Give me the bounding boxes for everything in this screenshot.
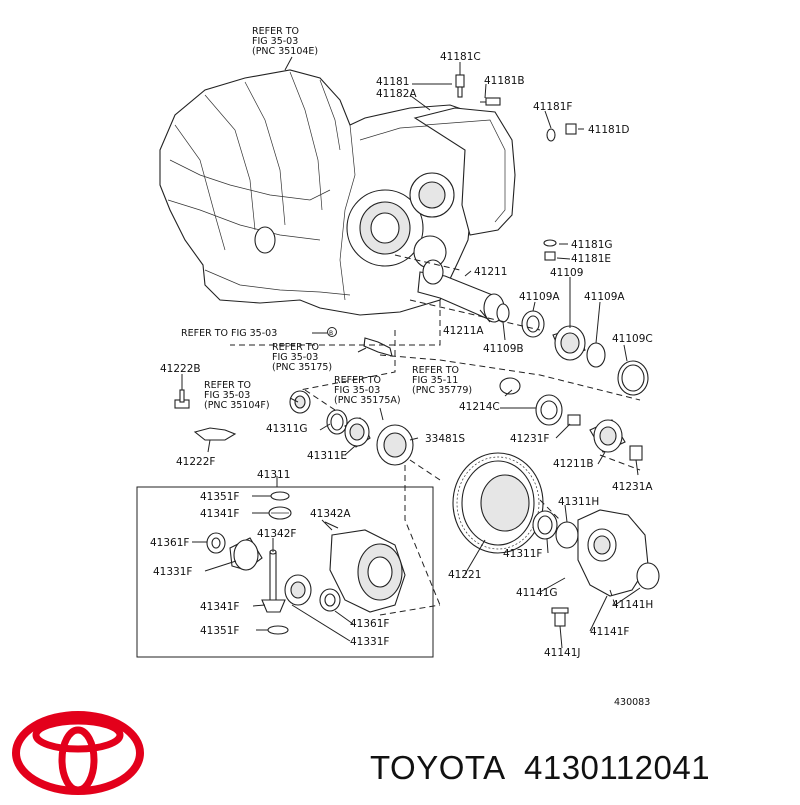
ref-779-line-2: FIG 35-11 xyxy=(412,375,458,386)
ring-gear xyxy=(452,452,544,554)
label-41141J: 41141J xyxy=(544,647,581,659)
part-number: 4130112041 xyxy=(524,749,710,786)
label-41361F-left: 41361F xyxy=(150,537,189,549)
differential-internal-parts xyxy=(206,491,406,635)
label-41221: 41221 xyxy=(448,569,481,581)
label-33481S: 33481S xyxy=(425,433,465,445)
label-41351F-top: 41351F xyxy=(200,491,239,503)
seal-group-41311 xyxy=(326,377,643,466)
label-41181: 41181 xyxy=(376,76,409,88)
ref-175-line-2: FIG 35-03 xyxy=(272,352,318,363)
ref-779-line-1: REFER TO xyxy=(412,365,459,376)
ref-175a-line-2: FIG 35-03 xyxy=(334,385,380,396)
leader-lines xyxy=(181,56,641,649)
label-41342A: 41342A xyxy=(310,508,351,520)
label-41311F: 41311F xyxy=(503,548,542,560)
label-41231F: 41231F xyxy=(510,433,549,445)
bearing-set-41109 xyxy=(521,310,649,396)
left-fasteners xyxy=(174,337,393,441)
label-41361F-right: 41361F xyxy=(350,618,389,630)
label-41311G: 41311G xyxy=(266,423,308,435)
label-41341F-bottom: 41341F xyxy=(200,601,239,613)
label-41231A: 41231A xyxy=(612,481,653,493)
differential-side-case xyxy=(532,509,660,627)
label-41141H: 41141H xyxy=(612,599,653,611)
ref-top-line-3: (PNC 35104E) xyxy=(252,46,318,57)
label-41211B: 41211B xyxy=(553,458,594,470)
ref-marker-circle xyxy=(327,327,337,337)
transaxle-housing xyxy=(159,69,516,316)
label-41181F: 41181F xyxy=(533,101,572,113)
label-41181E: 41181E xyxy=(571,253,611,265)
label-41331F-right: 41331F xyxy=(350,636,389,648)
label-41222F: 41222F xyxy=(176,456,215,468)
label-41141F: 41141F xyxy=(590,626,629,638)
label-41211A: 41211A xyxy=(443,325,484,337)
label-41342F: 41342F xyxy=(257,528,296,540)
ref-marker-letter: B xyxy=(329,330,333,337)
drain-plug-group xyxy=(455,74,577,261)
figure-code: 430083 xyxy=(614,697,650,708)
ref-175a-line-1: REFER TO xyxy=(334,375,381,386)
label-41109A-left: 41109A xyxy=(519,291,560,303)
label-41311E: 41311E xyxy=(307,450,347,462)
label-41222B: 41222B xyxy=(160,363,201,375)
ref-104f-line-3: (PNC 35104F) xyxy=(204,400,270,411)
ref-fig-35-03-b: REFER TO FIG 35-03 xyxy=(181,328,277,339)
label-41211: 41211 xyxy=(474,266,507,278)
ref-175-line-3: (PNC 35175) xyxy=(272,362,332,373)
label-41109A-right: 41109A xyxy=(584,291,625,303)
ref-top-line-2: FIG 35-03 xyxy=(252,36,298,47)
label-41181B: 41181B xyxy=(484,75,525,87)
toyota-logo-icon xyxy=(12,711,144,795)
label-41181C: 41181C xyxy=(440,51,481,63)
label-41109B: 41109B xyxy=(483,343,524,355)
label-41311: 41311 xyxy=(257,469,290,481)
label-41181D: 41181D xyxy=(588,124,630,136)
ref-104f-line-1: REFER TO xyxy=(204,380,251,391)
ref-104f-line-2: FIG 35-03 xyxy=(204,390,250,401)
label-41351F-bottom: 41351F xyxy=(200,625,239,637)
ref-175a-line-3: (PNC 35175A) xyxy=(334,395,401,406)
label-41214C: 41214C xyxy=(459,401,500,413)
label-41141G: 41141G xyxy=(516,587,558,599)
brand-name: TOYOTA xyxy=(370,749,506,786)
ref-175-line-1: REFER TO xyxy=(272,342,319,353)
label-41341F-top: 41341F xyxy=(200,508,239,520)
output-shaft xyxy=(417,259,510,323)
label-41311H: 41311H xyxy=(558,496,599,508)
label-41109C: 41109C xyxy=(612,333,653,345)
differential-subassembly-box xyxy=(136,486,434,658)
alignment-lines xyxy=(230,254,641,616)
label-41181G: 41181G xyxy=(571,239,613,251)
label-41182A: 41182A xyxy=(376,88,417,100)
label-41109: 41109 xyxy=(550,267,583,279)
label-41331F-left: 41331F xyxy=(153,566,192,578)
ref-779-line-3: (PNC 35779) xyxy=(412,385,472,396)
ref-top-line-1: REFER TO xyxy=(252,26,299,37)
